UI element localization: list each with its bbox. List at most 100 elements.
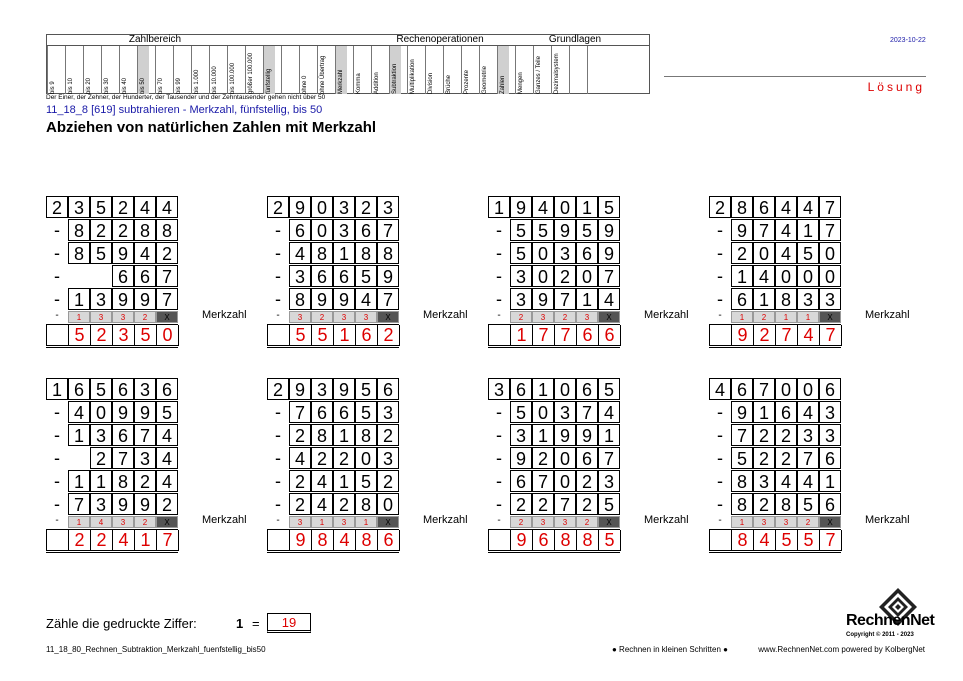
digit-cell: 9 [333, 288, 355, 310]
result-digit: 9 [731, 325, 753, 346]
count-digit: 1 [236, 616, 244, 631]
digit-cell: 6 [333, 401, 355, 423]
result-empty-cell [46, 325, 68, 346]
result-digit: 2 [753, 325, 775, 346]
digit-cell: 4 [134, 242, 156, 264]
digit-cell: 6 [731, 378, 753, 400]
digit-cell: 7 [289, 401, 311, 423]
result-empty-cell [267, 530, 289, 551]
digit-cell: 7 [753, 219, 775, 241]
grundlagen-col-2-label: Mengen [518, 72, 524, 94]
result-digit: 5 [775, 530, 797, 551]
digit-cell: 5 [90, 378, 112, 400]
merkzahl-label: Merkzahl [423, 309, 468, 321]
digit-cell: 1 [333, 242, 355, 264]
digit-cell: 4 [598, 401, 620, 423]
brand-name: RechnenNet [846, 612, 935, 629]
merkzahl-label: Merkzahl [202, 309, 247, 321]
digit-cell: 7 [797, 447, 819, 469]
carry-cell: 3 [112, 516, 134, 528]
digit-cell: 7 [377, 288, 399, 310]
digit-cell: 4 [775, 470, 797, 492]
digit-cell: 7 [819, 219, 841, 241]
zahlbereich-col-11: größer 100.000 [245, 46, 257, 94]
digit-cell: 3 [510, 265, 532, 287]
digit-cell: 2 [709, 196, 731, 218]
minus-sign: - [717, 425, 723, 445]
digit-cell: 9 [112, 288, 134, 310]
digit-cell: 8 [156, 219, 178, 241]
minus-sign: - [717, 289, 723, 309]
digit-cell: 9 [576, 424, 598, 446]
digit-cell: 6 [510, 470, 532, 492]
carry-cell: 4 [90, 516, 112, 528]
carry-cell: 3 [753, 516, 775, 528]
digit-cell: 6 [112, 265, 134, 287]
result-digit: 5 [289, 325, 311, 346]
zahlbereich-col-2: bis 20 [83, 46, 95, 94]
minus-sign: - [54, 494, 60, 514]
group-rechenoperationen: Rechenoperationen [396, 34, 484, 45]
merkzahl-label: Merkzahl [202, 514, 247, 526]
digit-cell: 8 [355, 493, 377, 515]
digit-cell: 0 [775, 265, 797, 287]
digit-cell: 7 [532, 470, 554, 492]
digit-cell: 6 [311, 265, 333, 287]
grundlagen-col-4-label: Dezimalsystem [554, 53, 560, 94]
digit-cell: 5 [598, 493, 620, 515]
ops-col-0: Addition [371, 46, 383, 94]
result-digit: 5 [68, 325, 90, 346]
digit-cell: 0 [90, 401, 112, 423]
digit-cell: 5 [598, 196, 620, 218]
minus-sign: - [275, 243, 281, 263]
extra-col-2: ohne 0 [299, 46, 311, 94]
digit-cell: 7 [554, 288, 576, 310]
minus-sign: - [275, 266, 281, 286]
digit-cell: 9 [112, 401, 134, 423]
digit-cell: 3 [333, 196, 355, 218]
minus-sign: - [496, 243, 502, 263]
result-digit: 7 [156, 530, 178, 551]
digit-cell: 4 [311, 470, 333, 492]
carry-cell: 2 [134, 311, 156, 323]
result-digit: 4 [333, 530, 355, 551]
digit-cell: 2 [775, 447, 797, 469]
extra-col-5-label: Komma [356, 73, 362, 94]
carry-end-cell: X [156, 516, 178, 528]
digit-cell: 5 [797, 493, 819, 515]
result-digit: 7 [532, 325, 554, 346]
digit-cell: 4 [134, 196, 156, 218]
result-empty-cell [709, 530, 731, 551]
digit-cell: 5 [355, 378, 377, 400]
digit-cell: 2 [775, 424, 797, 446]
digit-cell: 3 [753, 470, 775, 492]
digit-cell: 1 [576, 288, 598, 310]
digit-cell: 6 [377, 378, 399, 400]
minus-sign: - [717, 471, 723, 491]
carry-cell: 2 [576, 516, 598, 528]
digit-cell: 7 [731, 424, 753, 446]
minus-sign: - [55, 310, 59, 321]
carry-cell: 1 [731, 311, 753, 323]
digit-cell: 0 [775, 378, 797, 400]
digit-cell: 2 [753, 424, 775, 446]
minus-sign: - [718, 515, 722, 526]
result-empty-cell [46, 530, 68, 551]
digit-cell: 2 [289, 493, 311, 515]
minus-sign: - [496, 289, 502, 309]
